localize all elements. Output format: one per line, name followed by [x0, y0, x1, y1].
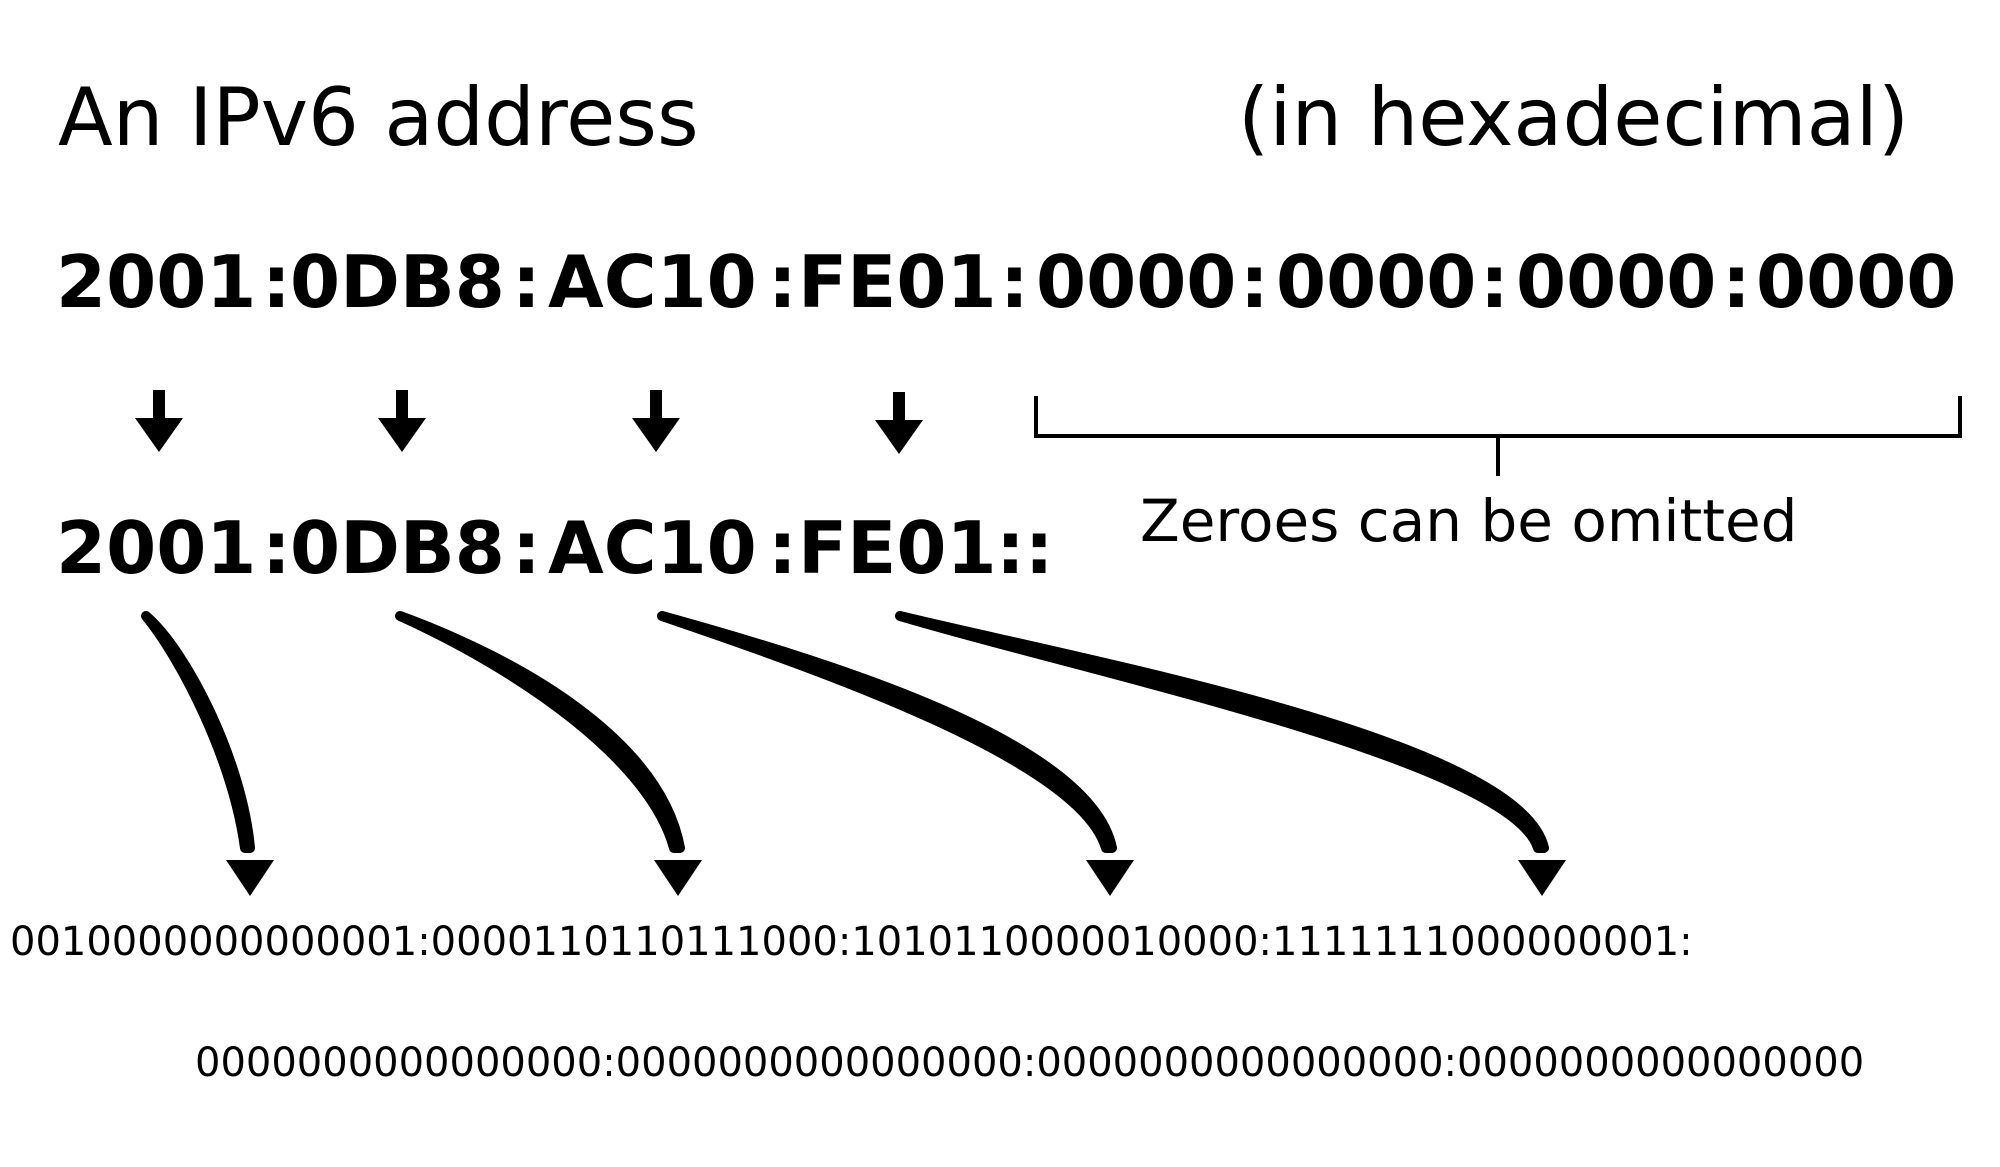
- full-separator-7: :: [1722, 240, 1751, 324]
- curved-arrow-2: [395, 611, 702, 896]
- omission-note: Zeroes can be omitted: [1140, 487, 1798, 555]
- full-separator-2: :: [512, 240, 541, 324]
- diagram-title: An IPv6 address: [58, 71, 699, 164]
- diagram-title-note: (in hexadecimal): [1238, 71, 1910, 164]
- curved-arrow-1: [141, 611, 274, 896]
- curved-arrow-4: [895, 611, 1566, 896]
- full-group-7: 0000: [1516, 240, 1717, 324]
- compressed-group-4: FE01: [798, 506, 997, 590]
- compressed-separator-1: :: [262, 506, 291, 590]
- full-group-1: 2001: [56, 240, 257, 324]
- compressed-separator-3: :: [768, 506, 797, 590]
- down-arrow-3: [632, 390, 680, 452]
- compressed-group-1: 2001: [56, 506, 257, 590]
- compressed-double-colon: ::: [996, 506, 1054, 590]
- full-group-5: 0000: [1036, 240, 1237, 324]
- full-group-8: 0000: [1756, 240, 1957, 324]
- down-arrow-1: [135, 390, 183, 452]
- full-separator-5: :: [1240, 240, 1269, 324]
- compressed-group-3: AC10: [548, 506, 757, 590]
- down-arrow-4: [875, 392, 923, 454]
- full-separator-3: :: [768, 240, 797, 324]
- down-arrow-2: [378, 390, 426, 452]
- full-group-6: 0000: [1276, 240, 1477, 324]
- full-group-4: FE01: [798, 240, 997, 324]
- full-separator-4: :: [1000, 240, 1029, 324]
- binary-line-1: 0010000000000001:0000110110111000:101011…: [10, 919, 1693, 965]
- compressed-separator-2: :: [512, 506, 541, 590]
- zero-groups-bracket: [1034, 396, 1962, 476]
- full-group-2: 0DB8: [290, 240, 505, 324]
- compressed-group-2: 0DB8: [290, 506, 505, 590]
- full-separator-1: :: [262, 240, 291, 324]
- full-separator-6: :: [1480, 240, 1509, 324]
- binary-line-2: 0000000000000000:0000000000000000:000000…: [195, 1040, 1865, 1086]
- curved-arrow-3: [657, 611, 1134, 896]
- full-group-3: AC10: [548, 240, 757, 324]
